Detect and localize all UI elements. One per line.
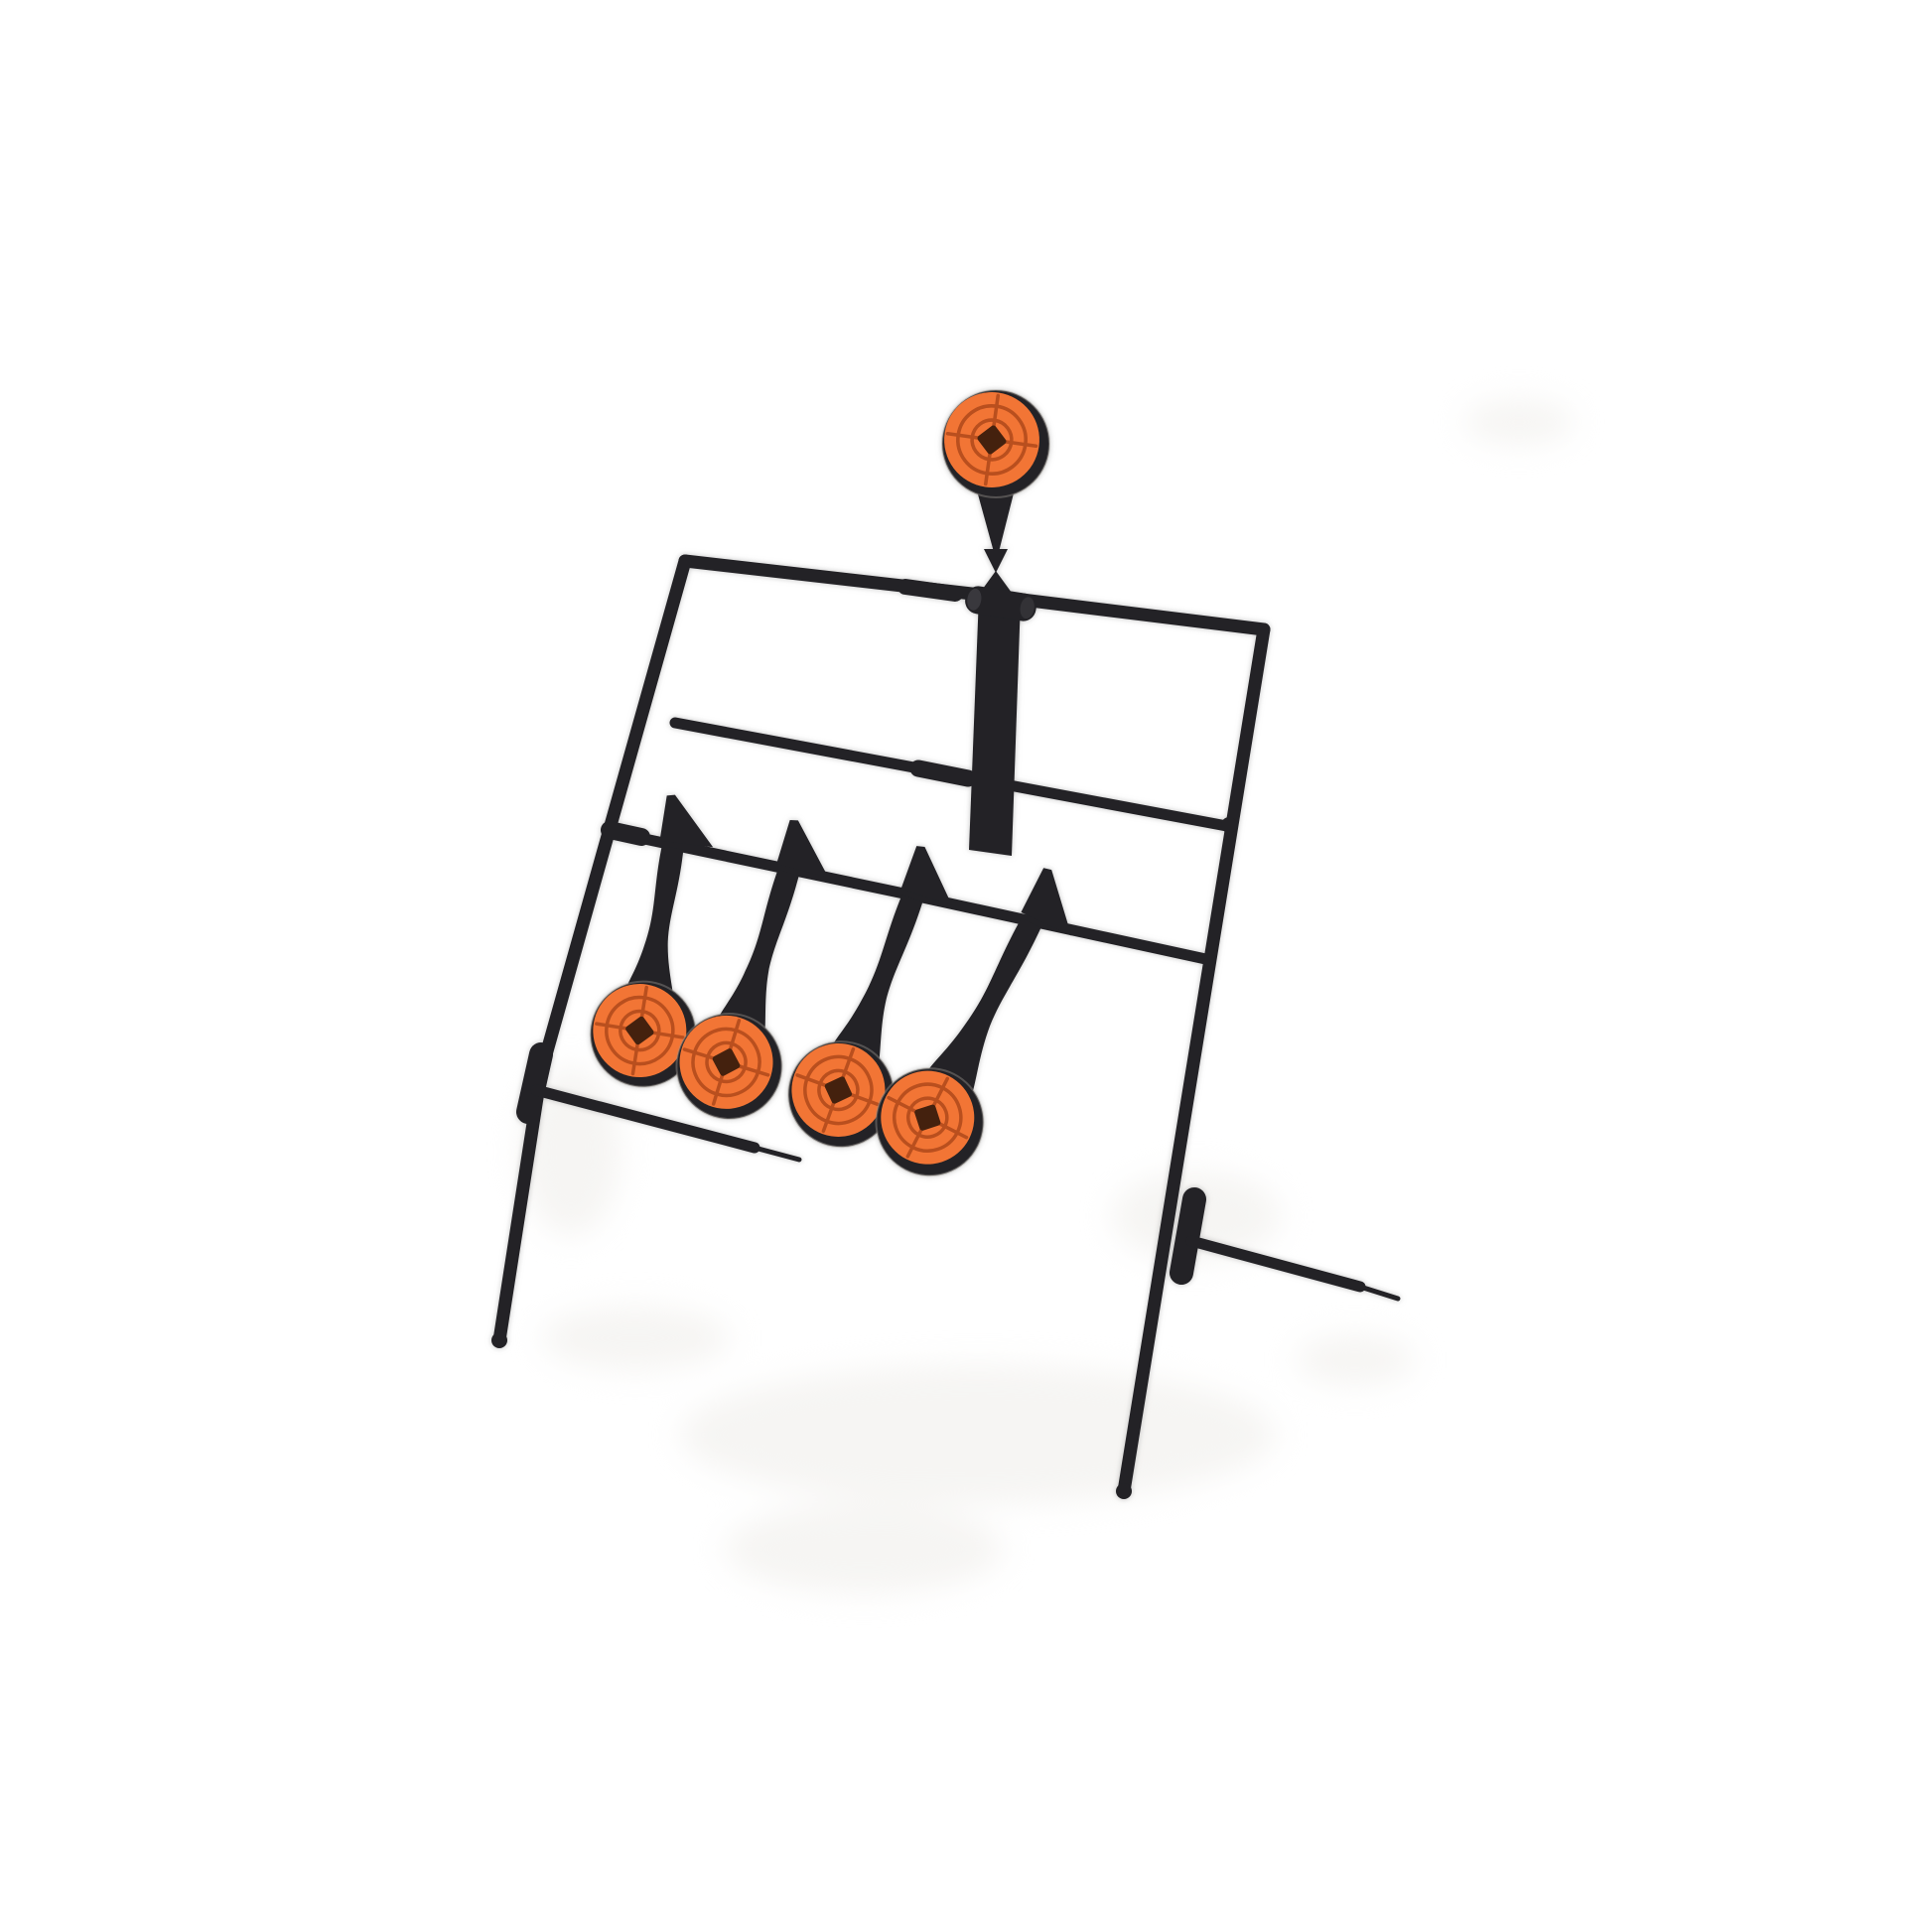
lower-axle-collar	[601, 821, 650, 846]
top-spinner-target	[936, 384, 1050, 856]
lower-axle-bar	[606, 826, 1216, 966]
left-foot-cap	[491, 1332, 507, 1348]
left-ground-bar	[530, 1084, 760, 1154]
frame-right-post	[1117, 622, 1271, 1498]
right-stake-sleeve	[1170, 1187, 1206, 1285]
left-stake-sleeve	[516, 1042, 553, 1124]
target-stand	[491, 384, 1401, 1499]
spinner-stem-twist-lower	[980, 571, 1012, 593]
paddle-neck	[624, 846, 684, 1001]
spinner-stem-twist-upper	[984, 549, 1008, 573]
background-smudges	[521, 400, 1574, 1593]
frame	[491, 554, 1401, 1499]
paddle-flag	[659, 794, 714, 848]
spinner-paddle-4	[863, 868, 1072, 1182]
paddle-flag	[1021, 868, 1072, 936]
paddle-neck	[717, 869, 799, 1035]
reset-strap	[969, 596, 1021, 856]
spinner-hub	[965, 586, 1036, 621]
paddle-neck	[832, 895, 923, 1063]
paddle-flag	[776, 820, 829, 878]
right-ground-bar	[1185, 1235, 1366, 1293]
top-bar-collar	[897, 579, 963, 602]
paddle-neck	[928, 917, 1041, 1093]
spinner-paddle-1	[584, 794, 714, 1088]
middle-bar-joint	[1221, 817, 1237, 833]
right-foot-cap	[1116, 1483, 1132, 1499]
middle-bar-collar	[909, 759, 977, 787]
paddle-flag	[900, 846, 952, 905]
spinner-paddle-2	[666, 820, 829, 1123]
right-ground-bar-tip	[1357, 1284, 1401, 1302]
spinner-paddle-3	[776, 846, 952, 1152]
left-ground-bar-tip	[752, 1145, 802, 1163]
spinner-stem-taper	[975, 482, 1017, 552]
